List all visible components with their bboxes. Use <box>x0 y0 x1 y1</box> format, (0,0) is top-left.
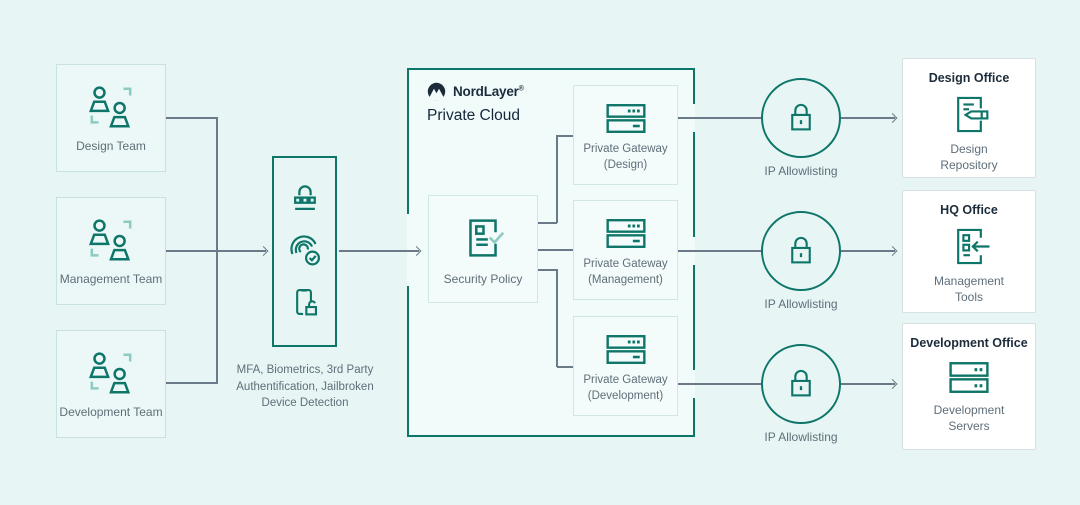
branch-2-line <box>538 249 573 251</box>
connector-management-team <box>166 250 217 252</box>
hq-office-title: HQ Office <box>940 203 998 217</box>
hq-office-sub-line2: Tools <box>954 290 983 304</box>
ip-allowlisting-circle-2 <box>761 211 841 291</box>
ip-allowlisting-label-2: IP Allowlisting <box>764 297 838 311</box>
gateway-development-label-line2: (Development) <box>587 389 664 402</box>
private-cloud-title: Private Cloud <box>427 107 521 124</box>
arrow-to-design-office <box>841 117 895 119</box>
gateway-management-label-line2: (Management) <box>588 273 663 286</box>
security-policy-box: Security Policy <box>428 195 538 303</box>
team-box-development: Development Team <box>56 330 166 438</box>
connector-gateway1-allowlist <box>678 117 761 119</box>
arrow-to-auth-gate <box>217 250 266 252</box>
team-box-management: Management Team <box>56 197 166 305</box>
development-office-sub-line2: Servers <box>948 419 990 433</box>
gateway-management-label-line1: Private Gateway <box>583 258 668 270</box>
brand-name: NordLayer <box>453 84 519 99</box>
design-office-sub-line2: Repository <box>940 158 998 172</box>
lock-icon <box>787 101 815 135</box>
development-office-title: Development Office <box>910 336 1028 350</box>
development-office-sub-line1: Development <box>933 403 1005 417</box>
biometrics-fingerprint-icon <box>287 232 323 268</box>
team-box-design: Design Team <box>56 64 166 172</box>
ip-allowlisting-label-3: IP Allowlisting <box>764 430 838 444</box>
connector-design-team <box>166 117 217 119</box>
gateway-box-design: Private Gateway (Design) <box>573 85 678 185</box>
branch-3-bottom <box>557 366 573 368</box>
ip-allowlisting-circle-1 <box>761 78 841 158</box>
arrow-to-development-office <box>841 383 895 385</box>
gateway-box-development: Private Gateway (Development) <box>573 316 678 416</box>
branch-3-stub <box>538 269 557 271</box>
development-servers-icon <box>946 359 992 396</box>
connector-gateway3-allowlist <box>678 383 761 385</box>
gateway-development-label-line1: Private Gateway <box>583 374 668 386</box>
auth-methods-caption: MFA, Biometrics, 3rd Party Authentificat… <box>236 364 374 409</box>
nordlayer-brand: NordLayer® <box>427 82 524 101</box>
team-design-label: Design Team <box>76 138 146 153</box>
team-users-icon <box>83 216 139 264</box>
connector-development-team <box>166 382 217 384</box>
office-box-hq: HQ Office Management Tools <box>902 190 1036 313</box>
branch-1-top <box>557 135 573 137</box>
office-box-development: Development Office Development Servers <box>902 323 1036 450</box>
connector-gateway2-allowlist <box>678 250 761 252</box>
ip-allowlisting-label-1: IP Allowlisting <box>764 164 838 178</box>
management-tools-icon <box>946 223 993 270</box>
team-management-label: Management Team <box>59 271 163 286</box>
gateway-design-label-line1: Private Gateway <box>583 143 668 155</box>
hq-office-sub-line1: Management <box>933 274 1005 288</box>
gateway-box-management: Private Gateway (Management) <box>573 200 678 300</box>
team-users-icon <box>83 349 139 397</box>
lock-icon <box>787 367 815 401</box>
security-policy-label: Security Policy <box>443 271 523 286</box>
design-office-sub-line1: Design <box>950 142 988 156</box>
brand-reg-mark: ® <box>518 85 524 93</box>
auth-methods-box <box>272 156 337 347</box>
server-icon <box>603 217 649 250</box>
security-policy-document-icon <box>457 212 509 264</box>
server-icon <box>603 333 649 366</box>
nordlayer-logo-icon <box>427 82 446 101</box>
design-repository-icon <box>946 91 993 138</box>
team-development-label: Development Team <box>59 404 163 419</box>
jailbroken-phone-icon <box>288 285 321 319</box>
office-box-design: Design Office Design Repository <box>902 58 1036 178</box>
lock-icon <box>787 234 815 268</box>
gateway-design-label-line2: (Design) <box>603 158 648 171</box>
ip-allowlisting-circle-3 <box>761 344 841 424</box>
mfa-keypad-icon <box>288 184 322 214</box>
branch-3-vertical <box>556 269 558 367</box>
team-users-icon <box>83 83 139 131</box>
branch-1-stub <box>538 222 557 224</box>
server-icon <box>603 102 649 135</box>
arrow-to-hq-office <box>841 250 895 252</box>
arrow-auth-to-cloud <box>339 250 419 252</box>
design-office-title: Design Office <box>928 71 1010 85</box>
branch-1-vertical <box>556 135 558 223</box>
